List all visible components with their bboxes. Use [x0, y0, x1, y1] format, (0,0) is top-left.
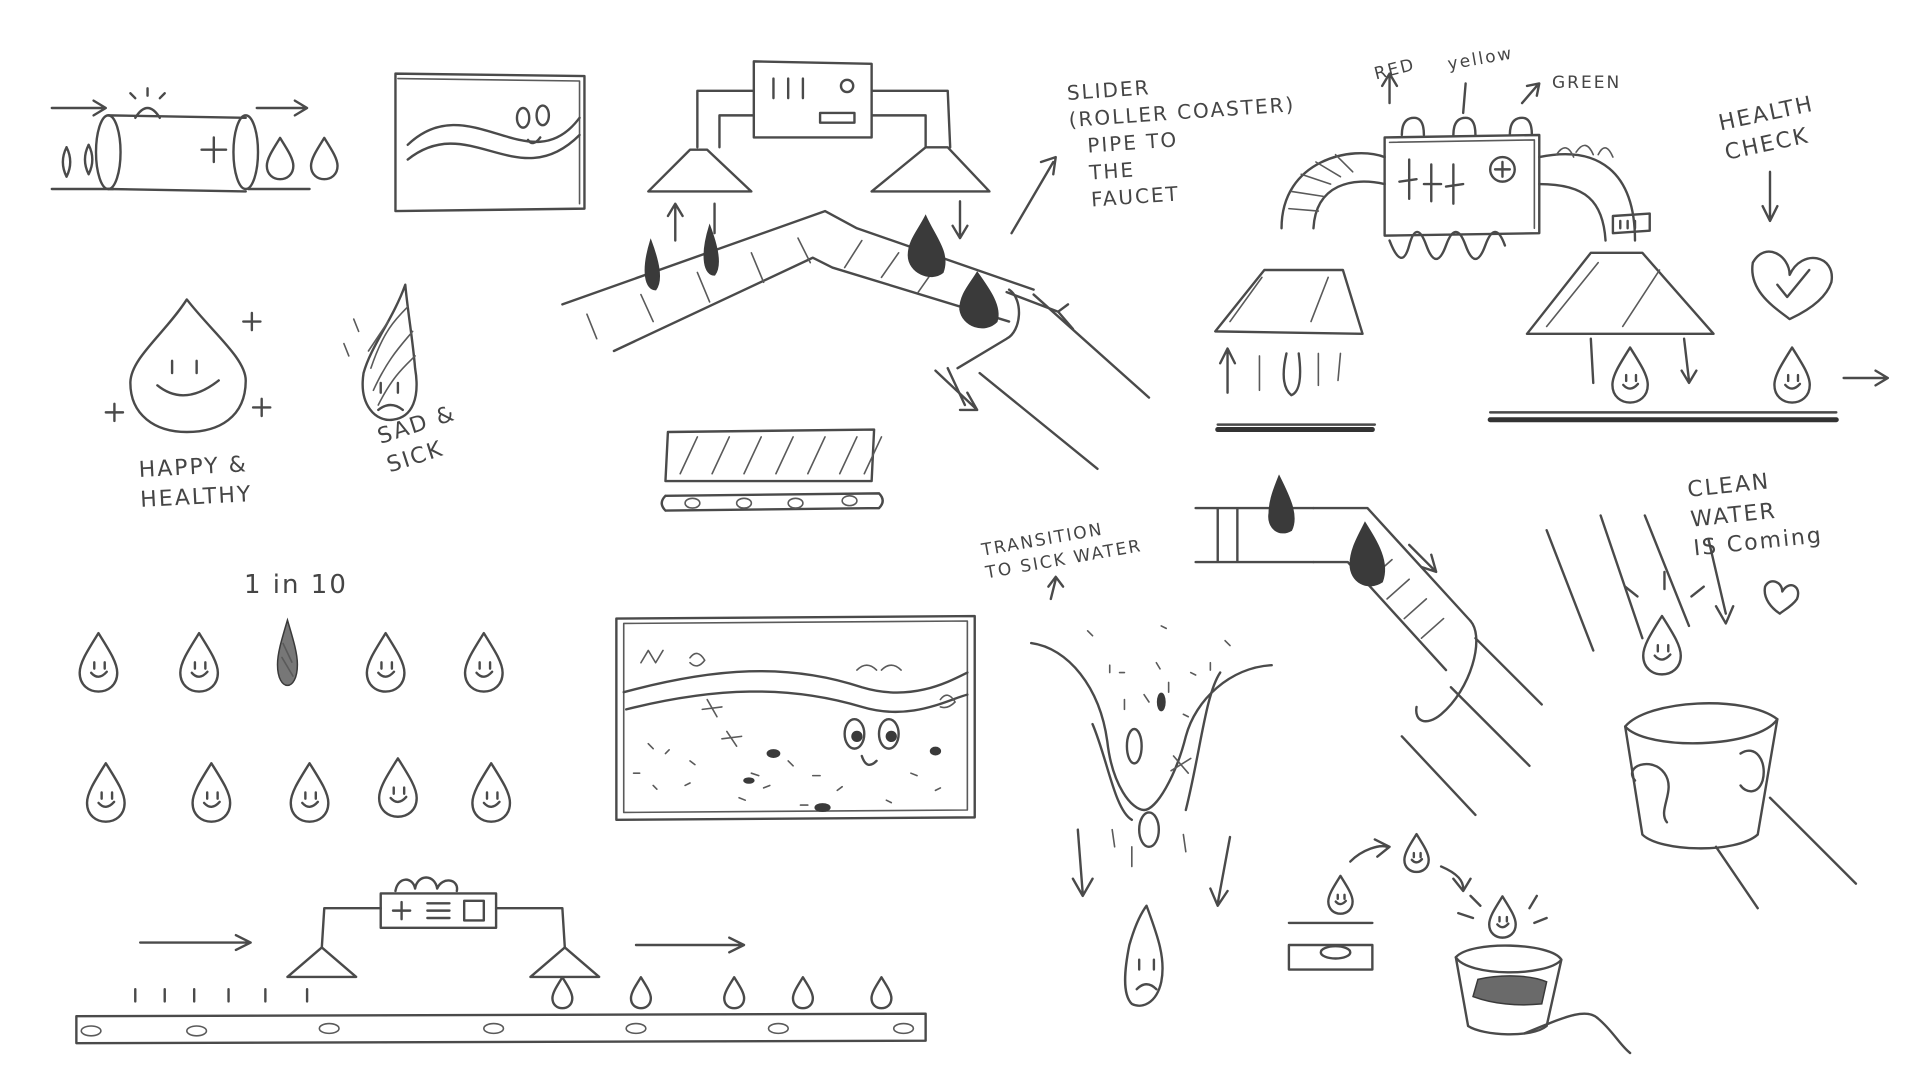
- drop-into-cup: [1289, 833, 1630, 1053]
- plus-icon: [202, 137, 227, 162]
- label-happy-healthy: HAPPY & HEALTHY: [138, 452, 253, 513]
- scanner-box: [381, 893, 496, 927]
- bottom-conveyor: [76, 878, 925, 1044]
- sad-drop: [344, 285, 417, 420]
- wave-screen: [395, 74, 584, 211]
- drop-row-2: [85, 757, 512, 823]
- happy-drop: [106, 299, 270, 432]
- dirty-water-screen: [616, 616, 974, 820]
- label-clean-water: CLEAN WATER IS Coming: [1686, 469, 1825, 562]
- label-slider: SLIDER (ROLLER COASTER) PIPE TO THE FAUC…: [1066, 75, 1296, 213]
- drop-grid: [78, 619, 512, 823]
- pipe-sketch: [52, 88, 339, 191]
- label-green: GREEN: [1552, 73, 1622, 93]
- drop-row-1: [78, 619, 504, 693]
- clean-water-scene: [1547, 515, 1856, 908]
- health-machine: [1215, 74, 1888, 430]
- small-conveyor: [662, 430, 883, 511]
- light-icon: [130, 88, 164, 117]
- sick-transition: [1031, 476, 1542, 1005]
- heart-icon: [1752, 252, 1832, 319]
- label-one-in-ten: 1 in 10: [244, 570, 348, 600]
- plus-circle-icon: [1490, 157, 1515, 182]
- heart-icon: [1765, 581, 1798, 613]
- slider-machine: [562, 61, 1149, 468]
